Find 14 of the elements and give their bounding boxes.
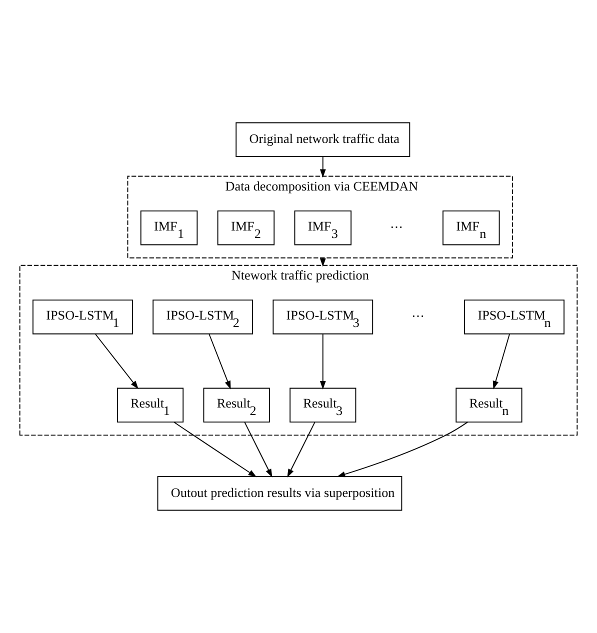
arrow [320, 334, 326, 390]
node-box: Outout prediction results via superposition [157, 476, 402, 511]
arrow [320, 257, 326, 267]
label: ⋯ [412, 308, 425, 324]
arrow [287, 422, 316, 478]
arrow [174, 422, 257, 478]
arrow [244, 422, 272, 478]
arrow [94, 334, 138, 390]
arrow [336, 422, 468, 478]
node-box: Original network traffic data [236, 122, 410, 157]
arrow [208, 334, 231, 390]
arrow [492, 334, 510, 390]
arrow [320, 156, 326, 178]
label: ⋯ [390, 219, 403, 234]
